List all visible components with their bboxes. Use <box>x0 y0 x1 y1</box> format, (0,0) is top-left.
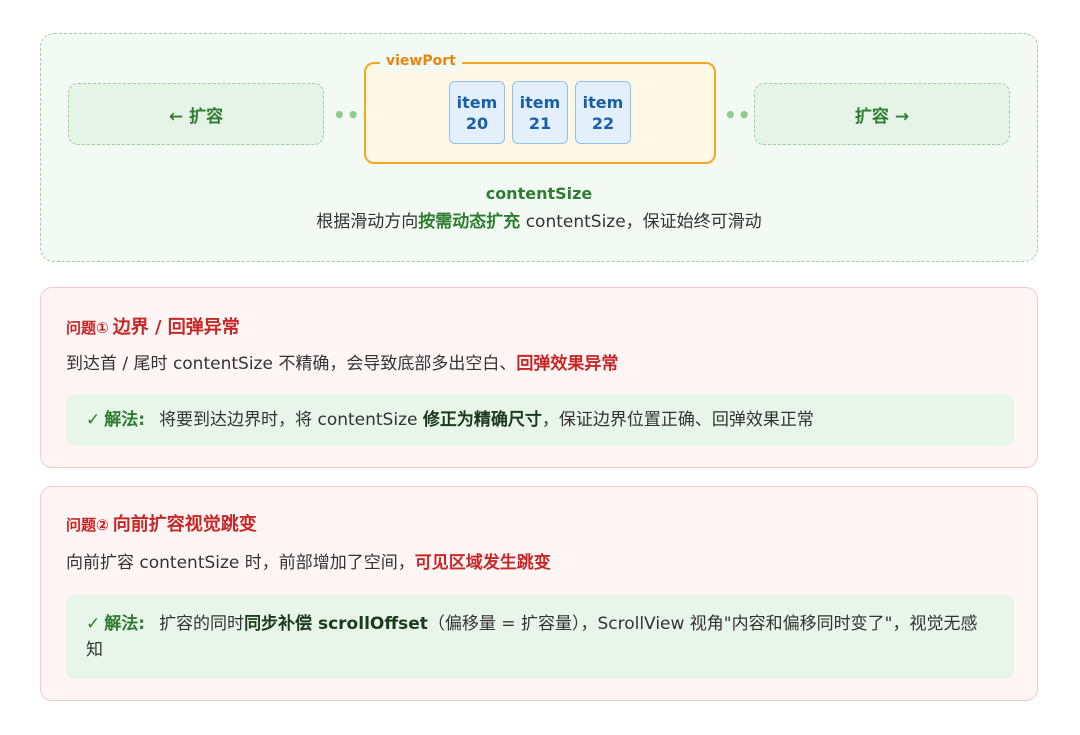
ellipsis-dots-left: ••• <box>333 103 375 127</box>
item-word: item <box>582 92 624 112</box>
expand-left-box: ← 扩容 <box>68 83 324 145</box>
item-word: item <box>519 92 561 112</box>
solution-highlight: 同步补偿 scrollOffset <box>244 614 428 634</box>
problem-number: 问题② <box>66 516 109 534</box>
problem-desc-text: 向前扩容 contentSize 时，前部增加了空间， <box>66 553 415 573</box>
item-number: 22 <box>591 113 615 133</box>
item-number: 20 <box>465 113 489 133</box>
desc-highlight: 按需动态扩充 <box>418 212 521 232</box>
problem-title-text: 向前扩容视觉跳变 <box>112 514 257 535</box>
solution-text: ✓解法: 将要到达边界时，将 contentSize 修正为精确尺寸，保证边界位置… <box>86 407 994 433</box>
desc-text: 根据滑动方向 <box>316 212 419 232</box>
item-21: item 21 <box>512 81 568 144</box>
solution-box: ✓解法: 将要到达边界时，将 contentSize 修正为精确尺寸，保证边界位置… <box>66 394 1014 446</box>
item-20: item 20 <box>449 81 505 144</box>
expand-right-box: 扩容 → <box>754 83 1010 145</box>
solution-text-pre: 扩容的同时 <box>159 614 245 634</box>
visible-items: item 20 item 21 item 22 <box>449 81 631 144</box>
solution-text-post: （偏移量 = 扩容量），ScrollView 视角"内容和偏移同时变了"，视觉无… <box>86 614 978 660</box>
problem-desc-highlight: 可见区域发生跳变 <box>414 553 551 573</box>
viewport-box: viewPort item 20 item 21 item 22 <box>364 51 716 164</box>
solution-label: 解法: <box>104 614 146 634</box>
problem-number: 问题① <box>66 319 109 337</box>
problem-desc-text: 到达首 / 尾时 contentSize 不精确，会导致底部多出空白、 <box>66 354 517 374</box>
viewport-label: viewPort <box>380 51 462 71</box>
solution-text-pre: 将要到达边界时，将 contentSize <box>159 410 423 430</box>
expand-right-label: 扩容 → <box>854 106 910 127</box>
problem-description: 向前扩容 contentSize 时，前部增加了空间，可见区域发生跳变 <box>66 551 551 575</box>
desc-text-tail: contentSize，保证始终可滑动 <box>520 212 762 232</box>
item-22: item 22 <box>575 81 631 144</box>
expand-left-label: ← 扩容 <box>168 106 224 127</box>
check-icon: ✓ <box>86 614 101 634</box>
content-size-diagram: ← 扩容 ••• viewPort item 20 item 21 item 2… <box>40 33 1038 262</box>
item-word: item <box>456 92 498 112</box>
solution-text-post: ，保证边界位置正确、回弹效果正常 <box>541 410 814 430</box>
problem-desc-highlight: 回弹效果异常 <box>516 354 619 374</box>
problem-title-text: 边界 / 回弹异常 <box>112 317 240 338</box>
solution-highlight: 修正为精确尺寸 <box>422 410 542 430</box>
solution-text: ✓解法: 扩容的同时同步补偿 scrollOffset（偏移量 = 扩容量），Sc… <box>86 611 994 663</box>
item-number: 21 <box>528 113 552 133</box>
content-size-description: 根据滑动方向按需动态扩充 contentSize，保证始终可滑动 <box>41 211 1037 233</box>
check-icon: ✓ <box>86 410 101 430</box>
solution-label: 解法: <box>104 410 146 430</box>
solution-box: ✓解法: 扩容的同时同步补偿 scrollOffset（偏移量 = 扩容量），Sc… <box>66 595 1014 679</box>
problem-description: 到达首 / 尾时 contentSize 不精确，会导致底部多出空白、回弹效果异… <box>66 352 618 376</box>
content-size-title: contentSize <box>485 184 593 203</box>
